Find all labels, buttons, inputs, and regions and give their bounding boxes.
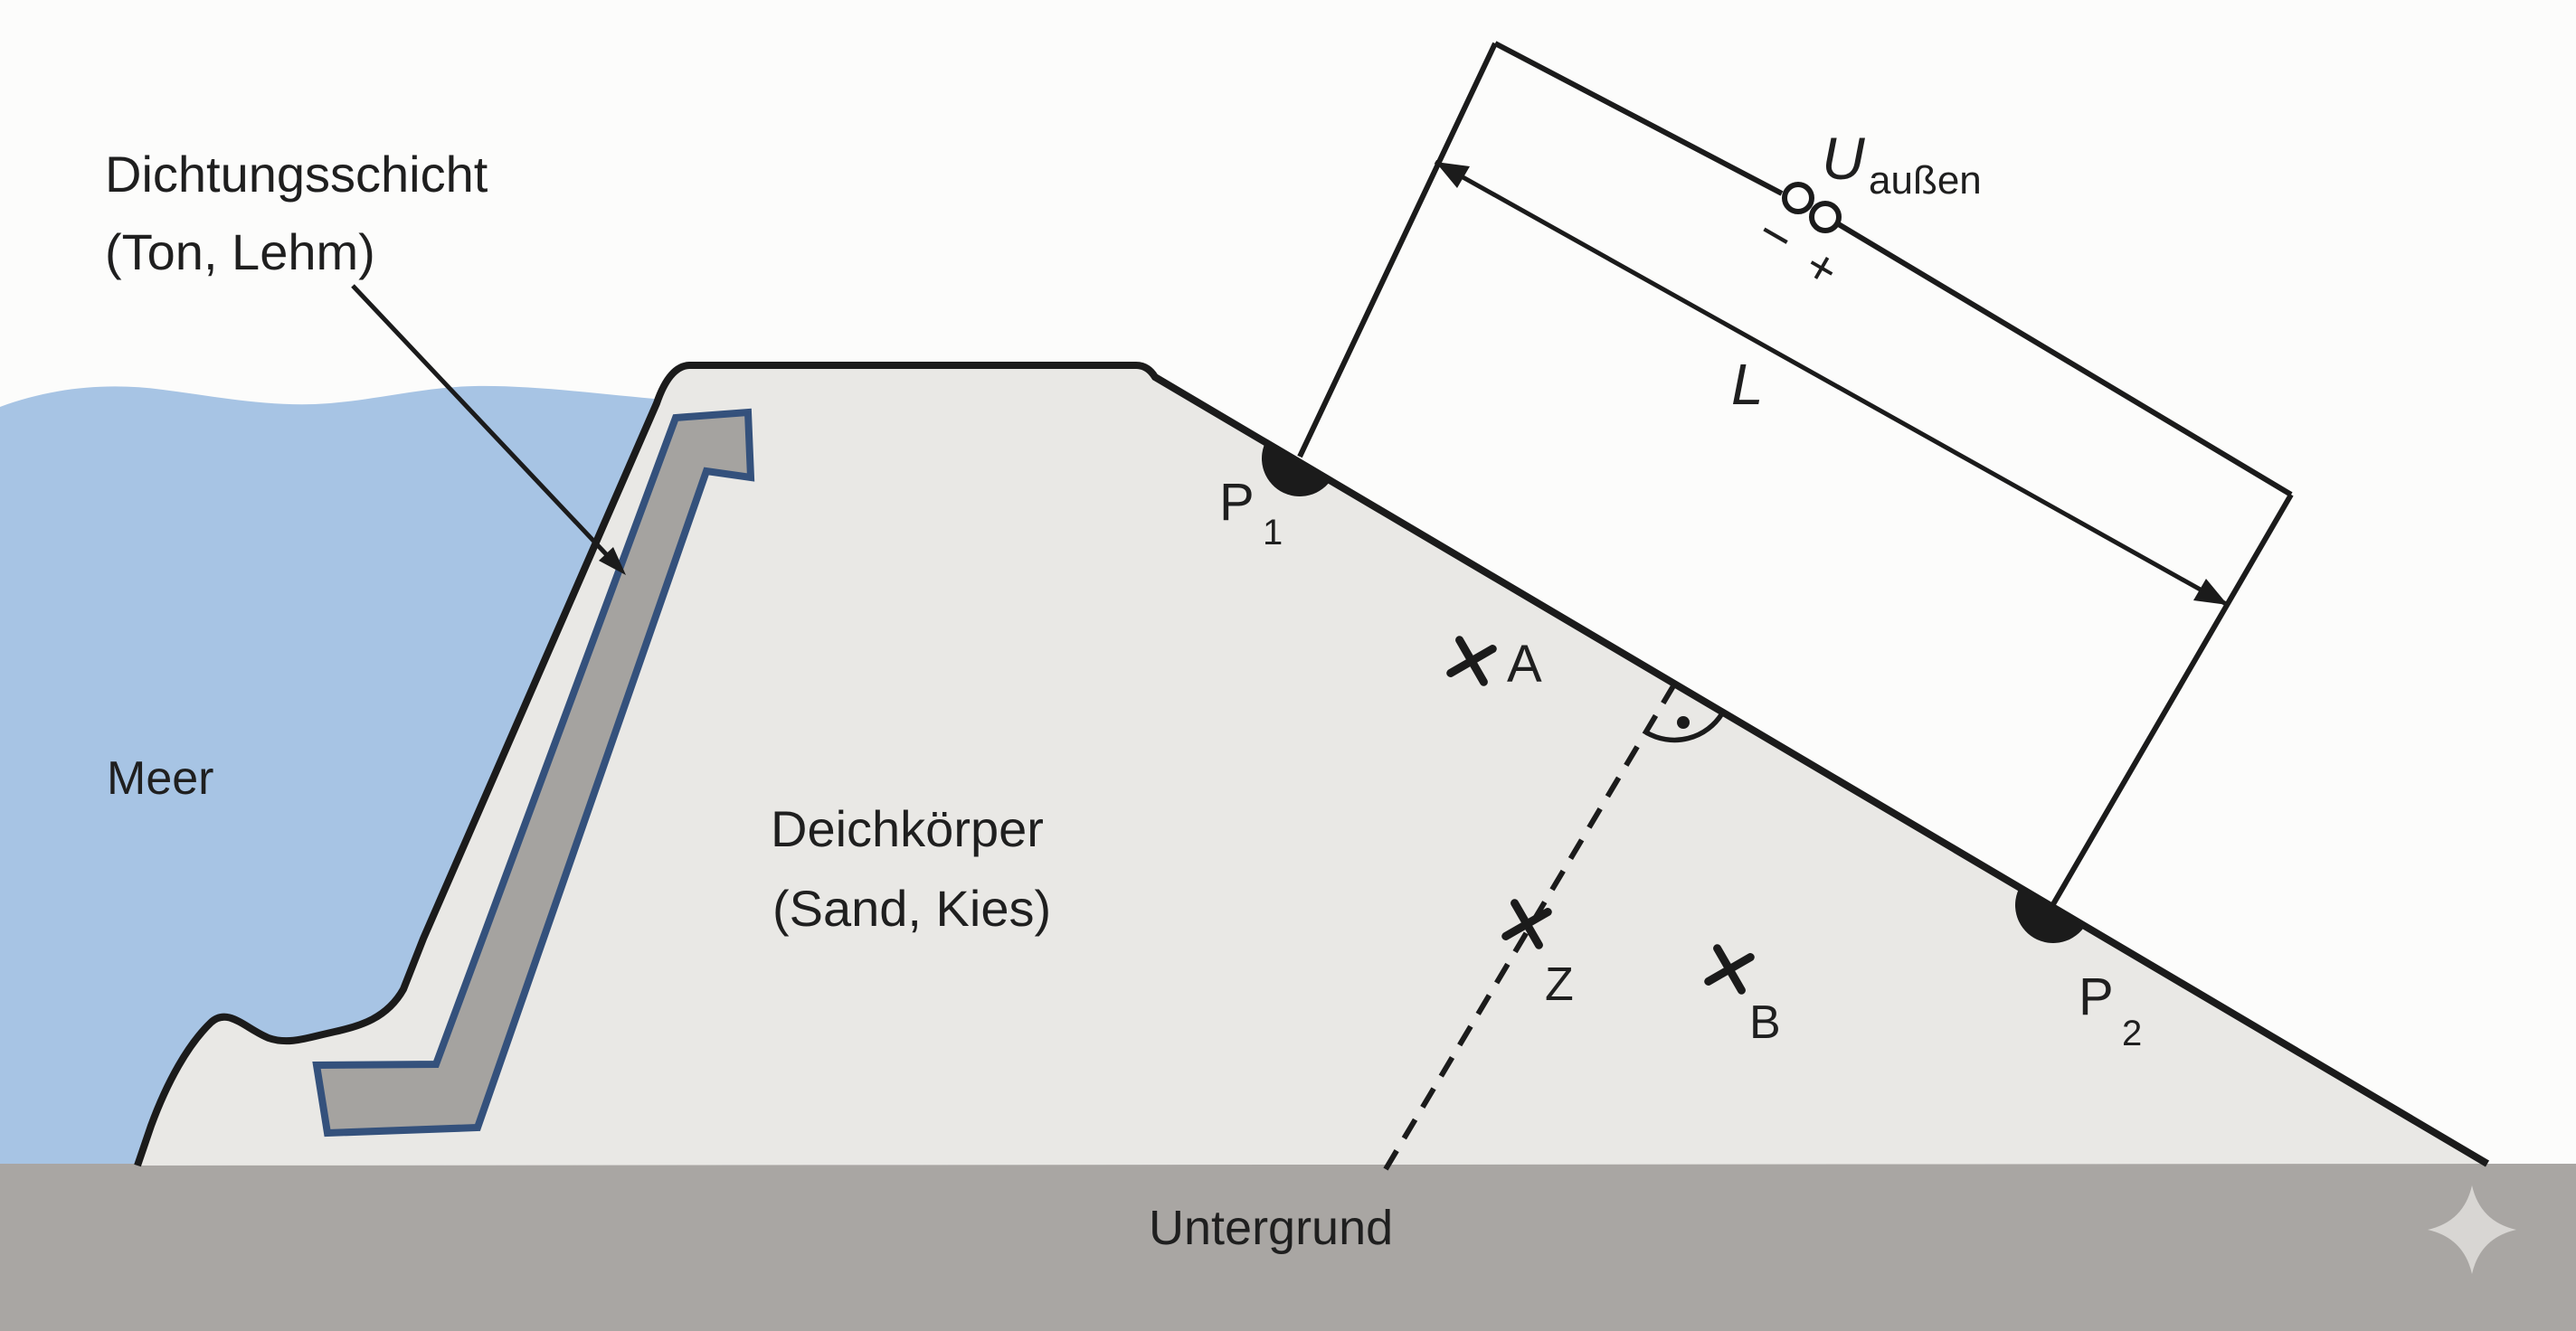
labels: Dichtungsschicht (Ton, Lehm) Meer Deichk… (105, 125, 2142, 1255)
p2-subscript: 2 (2122, 1014, 2142, 1053)
dike-body-label-line1: Deichkörper (771, 800, 1044, 857)
cross-marker-z (1501, 899, 1552, 949)
dike-outline (134, 362, 2490, 1167)
cross-marker-b (1704, 944, 1755, 995)
sparkle-icon (2428, 1185, 2516, 1274)
underground-label: Untergrund (1149, 1201, 1393, 1255)
perpendicular-dashed-line (1383, 683, 1677, 1171)
voltage-symbol-label: U (1822, 125, 1865, 192)
wire-top-right-segment (1835, 221, 2293, 497)
p1-subscript: 1 (1263, 513, 1283, 552)
arrowhead-leader-icon (599, 547, 626, 575)
right-angle-arc (1644, 712, 1725, 743)
point-a-label: A (1507, 635, 1542, 694)
arrowhead-length-right-icon (2193, 579, 2228, 605)
arrowhead-length-left-icon (1435, 162, 1470, 188)
point-z-label: Z (1545, 958, 1574, 1011)
underground-band (0, 1164, 2576, 1331)
sealing-layer-leader-line (351, 284, 611, 560)
filled-shapes (599, 162, 2228, 943)
sealing-layer-label-line2: (Ton, Lehm) (105, 223, 375, 280)
cross-marker-a (1446, 636, 1497, 686)
length-dimension-line (1434, 159, 2230, 608)
sea-label: Meer (107, 752, 213, 805)
voltage-subscript-label: außen (1869, 158, 1982, 203)
sealing-layer-label-line1: Dichtungsschicht (105, 146, 488, 203)
wire-p1 (1297, 42, 1498, 458)
p2-label: P (2079, 968, 2114, 1026)
line-work (134, 41, 2490, 1171)
length-label: L (1731, 352, 1764, 417)
dike-body (137, 365, 2487, 1166)
dike-body-label-line2: (Sand, Kies) (772, 880, 1051, 937)
electrode-p1 (1262, 439, 1333, 496)
source-terminal-icon (1782, 182, 1814, 214)
electrode-p2 (2015, 885, 2087, 943)
source-terminal-icon (1809, 201, 1842, 233)
sealing-layer-band (312, 408, 755, 1137)
wire-p2 (2050, 493, 2294, 906)
point-b-label: B (1749, 996, 1781, 1049)
right-angle-dot (1677, 716, 1690, 729)
p1-label: P (1219, 473, 1255, 532)
wire-top-left-segment (1493, 41, 1784, 196)
